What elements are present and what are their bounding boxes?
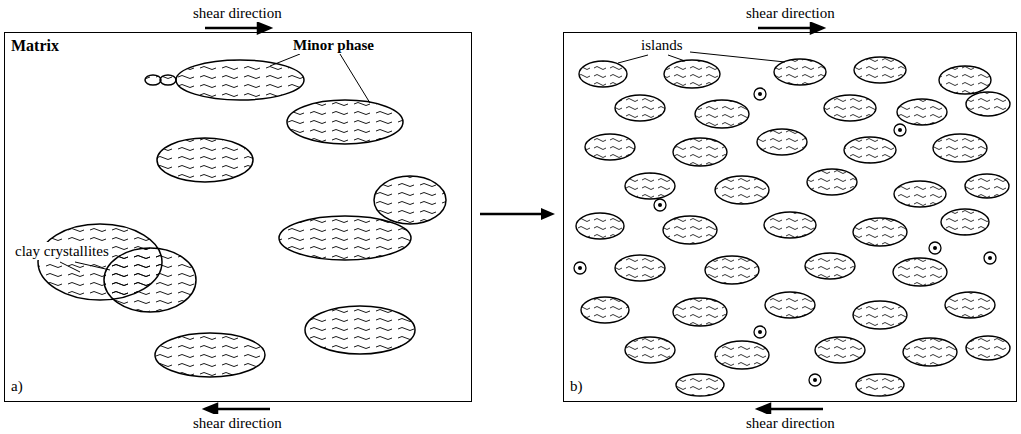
callout-label: islands <box>640 36 684 54</box>
panel-box: b) <box>563 32 1017 402</box>
shear-label: shear direction <box>192 4 283 22</box>
shear-label: shear direction <box>745 414 836 432</box>
callout-label: clay crystallites <box>14 242 110 260</box>
island <box>576 57 1010 396</box>
shear-label: shear direction <box>745 4 836 22</box>
process-arrow <box>480 208 555 220</box>
minor-phase-domain <box>38 60 446 377</box>
small-island-core <box>578 92 992 382</box>
small-island <box>574 88 996 386</box>
leader-line <box>60 54 370 272</box>
shear-label: shear direction <box>192 414 283 432</box>
panel-letter: b) <box>570 377 583 395</box>
panel-letter: a) <box>11 377 23 395</box>
panel-box: Matrix a) <box>4 32 472 402</box>
region-label: Matrix <box>11 37 59 55</box>
callout-label: Minor phase <box>292 36 375 54</box>
